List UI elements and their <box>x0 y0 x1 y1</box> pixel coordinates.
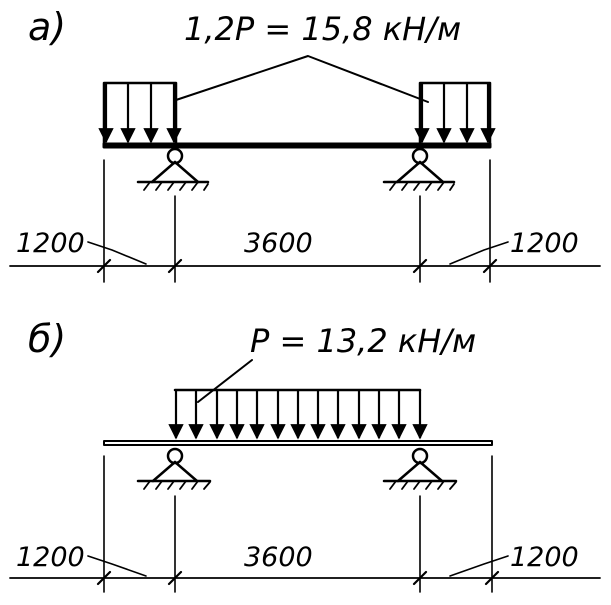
panel-b-dim-left: 1200 <box>16 542 85 573</box>
panel-a-right-dim-leader <box>449 241 509 265</box>
panel-b: б) P = 13,2 кН/м 1200 36 <box>9 317 601 593</box>
panel-b-label: б) <box>28 317 66 361</box>
panel-b-load-arrows <box>168 390 428 440</box>
panel-a-right-support <box>382 147 456 191</box>
panel-a-extension-lines <box>103 159 491 283</box>
panel-a-leader-line <box>175 55 429 103</box>
panel-a-left-dim-leader <box>87 241 147 265</box>
panel-b-load-label: P = 13,2 кН/м <box>250 322 476 360</box>
panel-a-right-load-block <box>418 81 492 147</box>
panel-a-left-load-block <box>102 81 178 147</box>
panel-a: а) 1,2P = 15,8 кН/м <box>9 5 601 283</box>
panel-a-left-load-arrows <box>98 83 182 144</box>
panel-a-dim-left: 1200 <box>16 228 85 259</box>
panel-b-beam <box>103 440 493 446</box>
panel-b-left-support <box>136 447 212 490</box>
panel-a-dim-right: 1200 <box>510 228 579 259</box>
panel-b-leader-line <box>197 359 253 403</box>
panel-b-right-support <box>382 447 458 490</box>
panel-b-extension-lines <box>103 455 493 593</box>
panel-b-left-dim-leader <box>87 555 147 577</box>
panel-a-left-support <box>136 147 210 191</box>
panel-a-dimension-ticks <box>96 258 498 274</box>
panel-a-right-load-arrows <box>414 83 496 144</box>
panel-a-load-label: 1,2P = 15,8 кН/м <box>184 10 461 48</box>
panel-b-dimension-ticks <box>96 570 500 586</box>
panel-b-dim-middle: 3600 <box>244 542 313 573</box>
panel-a-dim-middle: 3600 <box>244 228 313 259</box>
panel-b-dim-right: 1200 <box>510 542 579 573</box>
panel-a-label: а) <box>28 5 66 49</box>
panel-b-right-dim-leader <box>449 555 509 577</box>
